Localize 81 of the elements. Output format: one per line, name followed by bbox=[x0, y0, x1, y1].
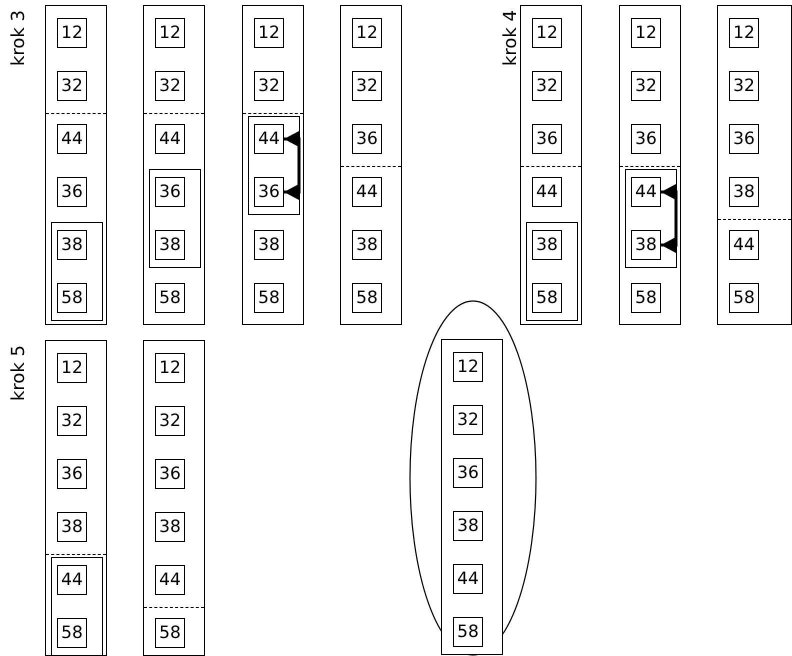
number-cell: 58 bbox=[254, 283, 284, 313]
array-column bbox=[45, 5, 107, 325]
compared-pair-box bbox=[51, 222, 103, 321]
number-cell: 38 bbox=[453, 511, 483, 541]
number-cell: 36 bbox=[352, 124, 382, 154]
number-cell: 38 bbox=[57, 230, 87, 260]
array-column bbox=[717, 5, 792, 325]
number-cell: 12 bbox=[631, 18, 661, 48]
number-cell: 38 bbox=[532, 230, 562, 260]
number-cell: 38 bbox=[631, 230, 661, 260]
number-cell: 32 bbox=[57, 71, 87, 101]
compared-pair-box bbox=[51, 557, 103, 656]
number-cell: 58 bbox=[453, 617, 483, 647]
number-cell: 32 bbox=[254, 71, 284, 101]
number-cell: 58 bbox=[57, 283, 87, 313]
number-cell: 44 bbox=[155, 565, 185, 595]
number-cell: 12 bbox=[729, 18, 759, 48]
number-cell: 12 bbox=[254, 18, 284, 48]
number-cell: 44 bbox=[57, 124, 87, 154]
number-cell: 44 bbox=[631, 177, 661, 207]
number-cell: 32 bbox=[729, 71, 759, 101]
number-cell: 12 bbox=[532, 18, 562, 48]
number-cell: 58 bbox=[57, 618, 87, 648]
number-cell: 36 bbox=[155, 459, 185, 489]
array-column bbox=[143, 5, 205, 325]
number-cell: 12 bbox=[57, 353, 87, 383]
number-cell: 36 bbox=[57, 177, 87, 207]
number-cell: 32 bbox=[57, 406, 87, 436]
number-cell: 58 bbox=[729, 283, 759, 313]
number-cell: 38 bbox=[352, 230, 382, 260]
number-cell: 12 bbox=[57, 18, 87, 48]
number-cell: 44 bbox=[254, 124, 284, 154]
number-cell: 44 bbox=[729, 230, 759, 260]
number-cell: 32 bbox=[155, 71, 185, 101]
number-cell: 44 bbox=[453, 564, 483, 594]
number-cell: 32 bbox=[532, 71, 562, 101]
compared-pair-box bbox=[149, 169, 201, 268]
number-cell: 44 bbox=[57, 565, 87, 595]
number-cell: 36 bbox=[631, 124, 661, 154]
array-column bbox=[441, 339, 503, 655]
array-column bbox=[520, 5, 582, 325]
number-cell: 44 bbox=[155, 124, 185, 154]
number-cell: 38 bbox=[57, 512, 87, 542]
number-cell: 58 bbox=[352, 283, 382, 313]
number-cell: 44 bbox=[532, 177, 562, 207]
number-cell: 58 bbox=[532, 283, 562, 313]
array-column bbox=[45, 340, 107, 656]
number-cell: 12 bbox=[155, 353, 185, 383]
number-cell: 32 bbox=[352, 71, 382, 101]
number-cell: 32 bbox=[155, 406, 185, 436]
number-cell: 36 bbox=[729, 124, 759, 154]
array-column bbox=[242, 5, 304, 325]
number-cell: 32 bbox=[631, 71, 661, 101]
number-cell: 36 bbox=[155, 177, 185, 207]
compared-pair-box bbox=[526, 222, 578, 321]
swap-arrow bbox=[661, 184, 678, 253]
step-label: krok 4 bbox=[500, 10, 521, 66]
number-cell: 58 bbox=[155, 618, 185, 648]
number-cell: 36 bbox=[254, 177, 284, 207]
number-cell: 36 bbox=[57, 459, 87, 489]
number-cell: 12 bbox=[155, 18, 185, 48]
number-cell: 12 bbox=[352, 18, 382, 48]
step-label: krok 3 bbox=[8, 10, 29, 66]
compared-pair-box bbox=[248, 116, 300, 215]
compared-pair-box bbox=[625, 169, 677, 268]
number-cell: 38 bbox=[155, 512, 185, 542]
number-cell: 58 bbox=[631, 283, 661, 313]
number-cell: 38 bbox=[155, 230, 185, 260]
number-cell: 36 bbox=[453, 458, 483, 488]
number-cell: 44 bbox=[352, 177, 382, 207]
number-cell: 36 bbox=[532, 124, 562, 154]
swap-arrow bbox=[284, 131, 300, 200]
number-cell: 32 bbox=[453, 405, 483, 435]
number-cell: 38 bbox=[729, 177, 759, 207]
number-cell: 58 bbox=[155, 283, 185, 313]
array-column bbox=[340, 5, 402, 325]
step-label: krok 5 bbox=[8, 345, 29, 402]
number-cell: 12 bbox=[453, 352, 483, 382]
array-column bbox=[143, 340, 205, 656]
number-cell: 38 bbox=[254, 230, 284, 260]
array-column bbox=[619, 5, 681, 325]
